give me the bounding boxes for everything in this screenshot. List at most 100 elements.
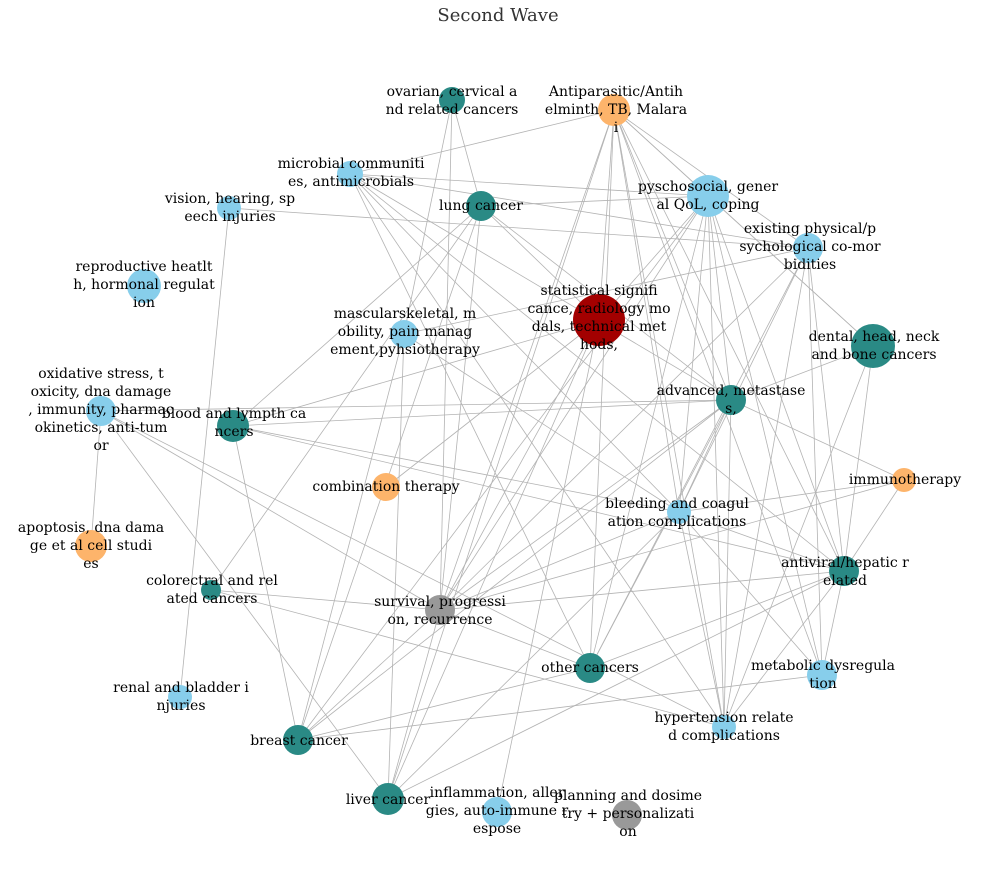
edge-lung-statistical bbox=[480, 205, 600, 321]
node-label-line: blood and lympth ca bbox=[162, 406, 306, 422]
node-label-line: bleeding and coagul bbox=[605, 496, 749, 512]
node-survival[interactable] bbox=[425, 595, 455, 625]
edge-comorbidities-survival bbox=[439, 247, 809, 611]
node-label-line: , immunity, pharmac bbox=[28, 402, 174, 418]
node-label-line: sychological co-mor bbox=[739, 239, 881, 255]
node-renal[interactable] bbox=[168, 685, 192, 709]
edge-dental-hypertension bbox=[723, 345, 874, 728]
edge-bleeding-liver bbox=[387, 511, 680, 800]
node-antiparasitic[interactable] bbox=[598, 94, 630, 126]
edge-oxidative-advanced bbox=[100, 399, 732, 412]
edge-bleeding-metabolic bbox=[678, 511, 823, 676]
edge-statistical-liver bbox=[387, 319, 600, 800]
node-label-line: ovarian, cervical a bbox=[387, 84, 518, 100]
node-label-lung: lung cancer bbox=[439, 198, 523, 214]
node-label-combination: combination therapy bbox=[312, 479, 459, 495]
node-hypertension[interactable] bbox=[712, 715, 736, 739]
edge-oxidative-apoptosis bbox=[90, 410, 102, 547]
node-label-line: ement,pyhsiotherapy bbox=[330, 342, 480, 358]
edge-lung-breast bbox=[297, 205, 482, 741]
node-label-line: vision, hearing, sp bbox=[164, 191, 295, 207]
node-other[interactable] bbox=[575, 653, 605, 683]
edge-psychosocial-antiviral bbox=[707, 195, 845, 572]
edge-advanced-other bbox=[589, 399, 732, 669]
node-label-line: ncers bbox=[214, 424, 253, 440]
node-vision[interactable] bbox=[217, 196, 241, 220]
edge-immunotherapy-bleeding bbox=[678, 479, 905, 513]
node-label-line: tion bbox=[809, 676, 837, 692]
node-breast[interactable] bbox=[283, 725, 313, 755]
node-bleeding[interactable] bbox=[667, 500, 691, 524]
node-label-line: okinetics, anti-tum bbox=[35, 420, 168, 436]
node-label-line: elminth, TB, Malara bbox=[545, 102, 687, 118]
node-label-breast: breast cancer bbox=[250, 733, 348, 749]
node-label-line: espose bbox=[473, 821, 521, 837]
node-antiviral[interactable] bbox=[829, 556, 859, 586]
node-musculoskeletal[interactable] bbox=[390, 320, 418, 348]
node-label-other: other cancers bbox=[541, 660, 639, 676]
node-metabolic[interactable] bbox=[807, 660, 837, 690]
edge-dental-antiviral bbox=[843, 345, 874, 572]
node-ovarian[interactable] bbox=[439, 87, 465, 113]
node-comorbidities[interactable] bbox=[793, 233, 823, 263]
node-label-line: nd related cancers bbox=[386, 102, 519, 118]
node-label-line: pyschosocial, gener bbox=[638, 179, 779, 195]
edge-microbial-antiviral bbox=[349, 173, 845, 572]
edge-psychosocial-other bbox=[589, 195, 709, 669]
node-label-liver: liver cancer bbox=[346, 792, 431, 808]
node-dental[interactable] bbox=[851, 324, 895, 368]
node-liver[interactable] bbox=[372, 783, 404, 815]
node-label-line: i bbox=[614, 120, 619, 136]
diagram-title: Second Wave bbox=[437, 5, 558, 26]
node-apoptosis[interactable] bbox=[75, 530, 107, 562]
node-advanced[interactable] bbox=[716, 385, 746, 415]
edge-comorbidities-antiviral bbox=[807, 247, 845, 572]
edge-vision-comorbidities bbox=[228, 207, 809, 249]
node-label-line: on, recurrence bbox=[388, 612, 493, 628]
node-immunotherapy[interactable] bbox=[892, 468, 916, 492]
edge-lung-colorectal bbox=[210, 205, 482, 591]
node-lung[interactable] bbox=[466, 191, 496, 221]
edge-antiparasitic-liver bbox=[387, 109, 615, 800]
node-label-line: existing physical/p bbox=[744, 221, 876, 237]
node-inflammation[interactable] bbox=[482, 797, 512, 827]
edge-blood-breast bbox=[232, 425, 299, 741]
edge-bleeding-hypertension bbox=[678, 511, 725, 728]
node-blood[interactable] bbox=[217, 410, 249, 442]
node-label-line: microbial communiti bbox=[278, 156, 425, 172]
node-reproductive[interactable] bbox=[127, 269, 161, 303]
node-combination[interactable] bbox=[372, 473, 400, 501]
node-label-blood: blood and lympth ca ncers bbox=[162, 406, 306, 440]
edge-survival-breast bbox=[297, 609, 441, 741]
node-label-line: cance, radiology mo bbox=[527, 301, 670, 317]
node-statistical[interactable] bbox=[573, 294, 625, 346]
node-label-line: hypertension relate bbox=[654, 710, 793, 726]
edge-ovarian-musculoskeletal bbox=[403, 99, 453, 335]
node-microbial[interactable] bbox=[337, 161, 363, 187]
node-planning[interactable] bbox=[612, 800, 642, 830]
node-label-line: combination therapy bbox=[312, 479, 459, 495]
node-label-line: dental, head, neck bbox=[809, 329, 940, 345]
node-oxidative[interactable] bbox=[86, 396, 116, 426]
edge-layer bbox=[90, 99, 905, 813]
node-label-line: reproductive heatlt bbox=[75, 259, 212, 275]
edge-oxidative-hypertension bbox=[100, 410, 725, 728]
node-label-line: metabolic dysregula bbox=[751, 658, 895, 674]
node-colorectal[interactable] bbox=[201, 580, 221, 600]
node-layer bbox=[75, 87, 916, 830]
node-label-line: ge et al cell studi bbox=[30, 538, 153, 554]
edge-advanced-breast bbox=[297, 399, 732, 741]
edge-psychosocial-breast bbox=[297, 195, 709, 741]
edge-musculoskeletal-liver bbox=[387, 333, 405, 800]
node-psychosocial[interactable] bbox=[687, 175, 729, 217]
node-label-line: advanced, metastase bbox=[657, 383, 806, 399]
edge-advanced-hypertension bbox=[723, 399, 732, 728]
